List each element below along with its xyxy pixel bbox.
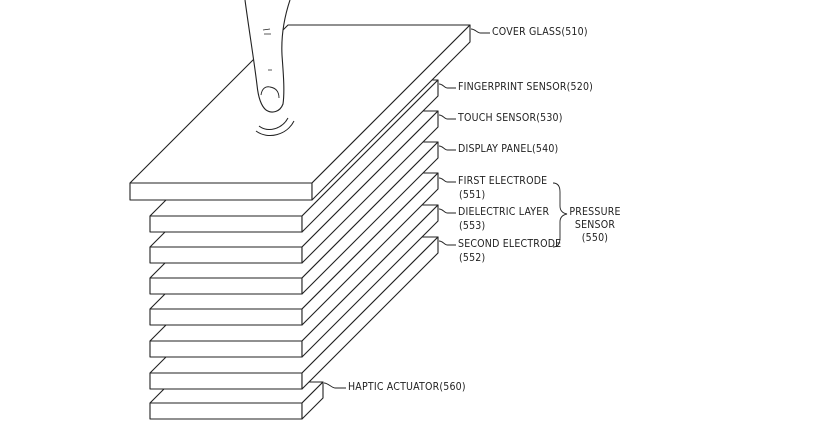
dielectric-layer-layer-front-face bbox=[149, 340, 303, 358]
label-dielectric-layer: DIELECTRIC LAYER bbox=[458, 206, 550, 218]
display-panel-layer-side-face bbox=[301, 141, 439, 295]
label-pressure-sensor: PRESSURE SENSOR (550) bbox=[569, 206, 621, 245]
ref-second-electrode: (552) bbox=[459, 252, 486, 264]
fingernail-icon bbox=[260, 86, 280, 99]
label-cover-glass: COVER GLASS(510) bbox=[492, 26, 588, 38]
fingerprint-sensor-layer-side-face bbox=[301, 79, 439, 233]
haptic-actuator-layer-front-face bbox=[149, 402, 303, 420]
first-electrode-layer-side-face bbox=[301, 172, 439, 326]
cover-glass-layer-front-face bbox=[129, 182, 313, 201]
leader-haptic-actuator bbox=[323, 382, 346, 389]
label-second-electrode: SECOND ELECTRODE bbox=[458, 238, 562, 250]
label-display-panel: DISPLAY PANEL(540) bbox=[458, 143, 559, 155]
leader-cover-glass bbox=[470, 28, 490, 34]
second-electrode-layer-front-face bbox=[149, 372, 303, 390]
touch-sensor-layer-front-face bbox=[149, 246, 303, 264]
display-panel-layer-front-face bbox=[149, 277, 303, 295]
pressure-sensor-line1: PRESSURE bbox=[569, 206, 621, 218]
pressure-sensor-brace bbox=[552, 182, 568, 248]
leader-display-panel bbox=[438, 145, 456, 151]
ref-first-electrode: (551) bbox=[459, 189, 486, 201]
leader-first-electrode bbox=[438, 177, 456, 183]
pressure-sensor-ref: (550) bbox=[581, 232, 609, 244]
leader-fingerprint-sensor bbox=[438, 83, 456, 89]
finger-icon bbox=[244, 0, 291, 113]
pressure-sensor-line2: SENSOR bbox=[574, 219, 616, 231]
cover-glass-layer-side-face bbox=[311, 24, 471, 201]
dielectric-layer-layer-side-face bbox=[301, 204, 439, 358]
label-fingerprint-sensor: FINGERPRINT SENSOR(520) bbox=[458, 81, 594, 93]
leader-second-electrode bbox=[438, 240, 456, 246]
vibration-arc-2 bbox=[255, 120, 295, 136]
vibration-arc-1 bbox=[258, 117, 289, 130]
first-electrode-layer-front-face bbox=[149, 308, 303, 326]
label-first-electrode: FIRST ELECTRODE bbox=[458, 175, 548, 187]
leader-dielectric-layer bbox=[438, 208, 456, 214]
fingerprint-sensor-layer-front-face bbox=[149, 215, 303, 233]
cover-glass-layer bbox=[129, 24, 471, 201]
leader-touch-sensor bbox=[438, 114, 456, 120]
label-haptic-actuator: HAPTIC ACTUATOR(560) bbox=[348, 381, 466, 393]
finger-crease-lines bbox=[262, 28, 272, 71]
second-electrode-layer-side-face bbox=[301, 236, 439, 390]
touch-sensor-layer-side-face bbox=[301, 110, 439, 264]
ref-dielectric-layer: (553) bbox=[459, 220, 486, 232]
haptic-actuator-layer-side-face bbox=[301, 381, 324, 420]
label-touch-sensor: TOUCH SENSOR(530) bbox=[458, 112, 563, 124]
